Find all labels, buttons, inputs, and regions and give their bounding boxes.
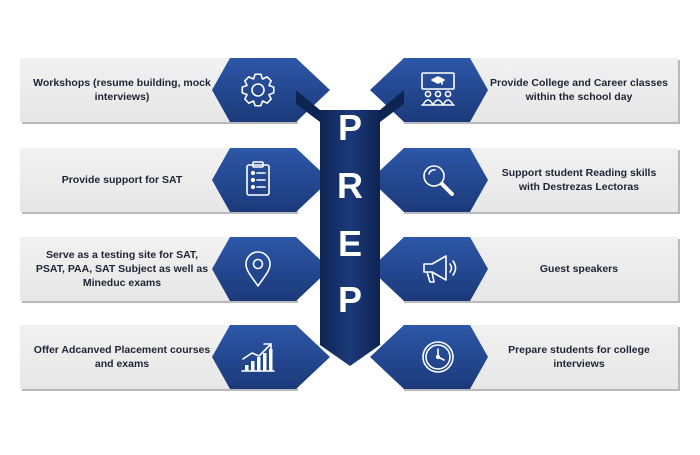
icon-tab <box>212 148 330 212</box>
step-7-left <box>20 325 330 391</box>
step-8-right <box>370 325 680 391</box>
step-text: Workshops (resume building, mock intervi… <box>33 76 211 103</box>
step-3-left <box>20 148 330 214</box>
step-2-right <box>370 58 680 124</box>
clipboard-icon <box>246 161 270 196</box>
gear-icon <box>241 73 275 107</box>
center-letter: E <box>338 223 362 264</box>
classroom-icon <box>421 72 455 106</box>
step-text: Provide support for SAT <box>61 173 183 186</box>
step-5-left <box>20 237 330 303</box>
clock-icon <box>422 341 454 373</box>
center-ribbon <box>320 110 380 366</box>
center-letter: R <box>337 165 363 206</box>
center-letter: P <box>338 107 362 148</box>
step-1-left <box>20 58 330 124</box>
step-text: Prepare students for college interviews <box>508 343 650 370</box>
step-text: Support student Reading skills with Dest… <box>501 166 657 193</box>
step-6-right <box>370 237 680 303</box>
step-4-right <box>370 148 680 214</box>
icon-tab <box>370 325 488 389</box>
ribbon-fold <box>296 90 320 122</box>
step-text: Provide College and Career classes withi… <box>490 76 669 103</box>
step-text: Offer Adcanved Placement courses and exa… <box>33 343 211 370</box>
icon-tab <box>212 237 330 301</box>
step-text: Serve as a testing site for SAT, PSAT, P… <box>35 248 209 290</box>
magnifier-icon <box>423 165 454 196</box>
growth-chart-icon <box>241 343 275 372</box>
icon-tab <box>370 148 488 212</box>
icon-tab <box>370 237 488 301</box>
step-text: Guest speakers <box>539 262 619 275</box>
center-letter: P <box>338 279 362 320</box>
megaphone-icon <box>423 255 457 283</box>
ribbon-fold <box>380 90 404 122</box>
location-pin-icon <box>245 251 271 287</box>
